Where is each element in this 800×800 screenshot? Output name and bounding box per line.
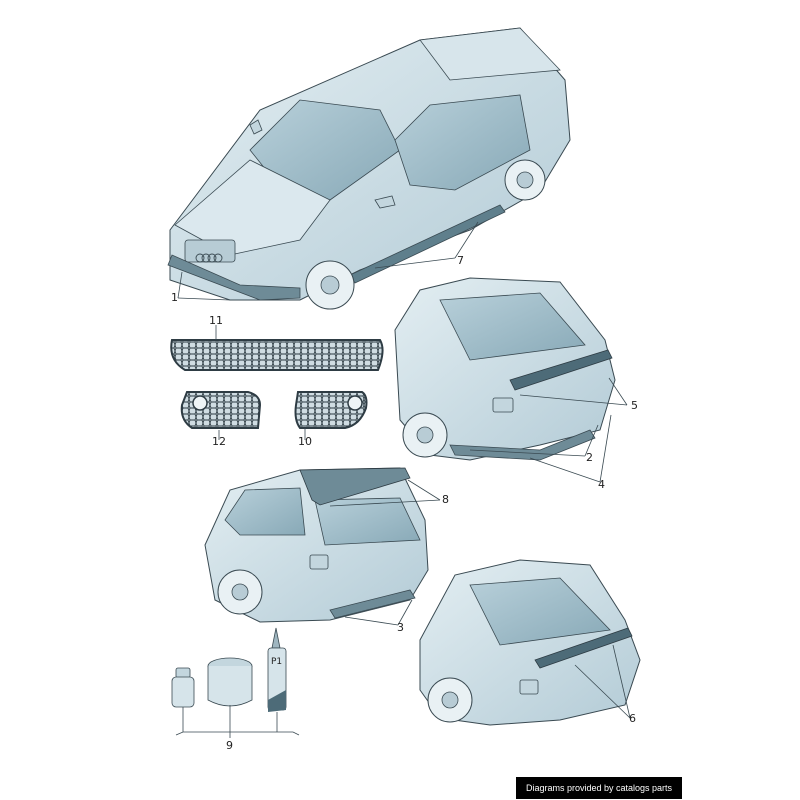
- sedan-rear-car-2: [419, 559, 641, 726]
- leader-lines: [175, 221, 631, 738]
- callout-4: 4: [598, 478, 605, 491]
- callout-3: 3: [397, 621, 404, 634]
- avant-rear-car: [204, 467, 429, 623]
- tube-label: P1: [271, 657, 282, 667]
- callout-10: 10: [298, 435, 312, 448]
- callout-2: 2: [586, 451, 593, 464]
- callout-5: 5: [631, 399, 638, 412]
- callout-11: 11: [209, 314, 223, 327]
- credit-banner: Diagrams provided by catalogs parts: [516, 777, 682, 799]
- brand-rings-icon: [195, 253, 223, 263]
- callout-1: 1: [171, 291, 178, 304]
- sedan-rear-car: [394, 277, 616, 461]
- callout-8: 8: [442, 493, 449, 506]
- sedan-main-car: [167, 27, 571, 310]
- center-grille-part-11: [170, 339, 384, 371]
- callout-9: 9: [226, 739, 233, 752]
- left-fog-grille-part-12: [180, 391, 262, 429]
- callout-6: 6: [629, 712, 636, 725]
- right-fog-grille-part-10: [294, 391, 368, 429]
- callout-12: 12: [212, 435, 226, 448]
- adhesive-kit-part-9: P1: [171, 627, 287, 712]
- callout-7: 7: [457, 254, 464, 267]
